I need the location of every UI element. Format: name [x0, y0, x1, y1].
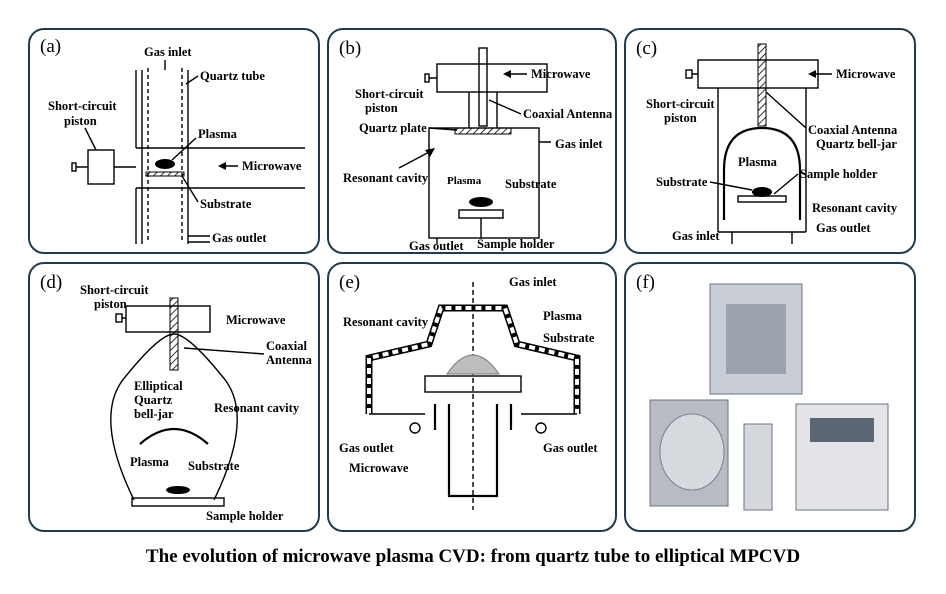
label-coaxial: Coaxial [266, 339, 308, 353]
diagram-d: (d) Short-circuit piston Microwave Coaxi… [40, 272, 313, 523]
label-quartz-plate: Quartz plate [359, 121, 427, 135]
label-elliptical: Elliptical [134, 379, 183, 393]
diagram-b: (b) Microwave Short-circuit piston Coaxi… [339, 38, 613, 253]
label-plasma: Plasma [543, 309, 583, 323]
label-plasma: Plasma [198, 127, 238, 141]
label-substrate: Substrate [188, 459, 240, 473]
panel-f: (f) [624, 262, 916, 532]
panel-e: (e) Gas inlet Plasma Resonant cavity Sub… [327, 262, 617, 532]
label-sample-holder: Sample holder [477, 237, 555, 251]
panel-tag: (d) [40, 272, 62, 293]
panel-c: (c) Microwave Short-circuit piston Coaxi… [624, 28, 916, 254]
label-microwave: Microwave [349, 461, 409, 475]
label-resonant-cavity: Resonant cavity [343, 171, 429, 185]
label-substrate: Substrate [656, 175, 708, 189]
label-piston: piston [64, 114, 97, 128]
label-gas-inlet: Gas inlet [555, 137, 603, 151]
panel-d: (d) Short-circuit piston Microwave Coaxi… [28, 262, 320, 532]
label-short-circuit: Short-circuit [80, 283, 149, 297]
label-gas-inlet: Gas inlet [672, 229, 720, 243]
label-substrate: Substrate [200, 197, 252, 211]
label-substrate: Substrate [505, 177, 557, 191]
label-microwave: Microwave [531, 67, 591, 81]
label-short-circuit: Short-circuit [48, 99, 117, 113]
label-plasma: Plasma [447, 175, 482, 187]
diagram-e: (e) Gas inlet Plasma Resonant cavity Sub… [339, 272, 598, 510]
label-quartz: Quartz [134, 393, 173, 407]
label-antenna: Antenna [266, 353, 313, 367]
label-piston: piston [664, 111, 697, 125]
label-gas-outlet-left: Gas outlet [339, 441, 394, 455]
label-microwave: Microwave [226, 313, 286, 327]
label-microwave: Microwave [242, 159, 302, 173]
figure-caption: The evolution of microwave plasma CVD: f… [145, 546, 801, 567]
panel-tag: (f) [636, 272, 655, 293]
label-coaxial-antenna: Coaxial Antenna [523, 107, 613, 121]
label-sample-holder: Sample holder [800, 167, 878, 181]
label-gas-outlet: Gas outlet [409, 239, 464, 253]
label-quartz-bell-jar: Quartz bell-jar [816, 137, 897, 151]
label-quartz-tube: Quartz tube [200, 69, 265, 83]
label-short-circuit: Short-circuit [355, 87, 424, 101]
label-gas-outlet-right: Gas outlet [543, 441, 598, 455]
diagram-c: (c) Microwave Short-circuit piston Coaxi… [636, 38, 898, 244]
label-piston: piston [365, 101, 398, 115]
panel-b: (b) Microwave Short-circuit piston Coaxi… [327, 28, 617, 254]
label-gas-inlet: Gas inlet [144, 45, 192, 59]
label-gas-inlet: Gas inlet [509, 275, 557, 289]
label-piston: piston [94, 297, 127, 311]
diagram-a: (a) Gas inlet Quartz tube Short-circuit … [40, 36, 305, 245]
label-sample-holder: Sample holder [206, 509, 284, 523]
photo-f: (f) [636, 272, 889, 511]
label-gas-outlet: Gas outlet [212, 231, 267, 245]
label-bell-jar: bell-jar [134, 407, 174, 421]
label-plasma: Plasma [130, 455, 170, 469]
label-resonant-cavity: Resonant cavity [343, 315, 429, 329]
panel-tag: (e) [339, 272, 360, 293]
panel-tag: (c) [636, 38, 657, 59]
panel-a: (a) Gas inlet Quartz tube Short-circuit … [28, 28, 320, 254]
label-plasma: Plasma [738, 155, 778, 169]
panel-tag: (b) [339, 38, 361, 59]
label-resonant-cavity: Resonant cavity [214, 401, 300, 415]
label-gas-outlet: Gas outlet [816, 221, 871, 235]
label-substrate: Substrate [543, 331, 595, 345]
label-coaxial-antenna: Coaxial Antenna [808, 123, 898, 137]
label-resonant-cavity: Resonant cavity [812, 201, 898, 215]
label-short-circuit: Short-circuit [646, 97, 715, 111]
panel-tag: (a) [40, 36, 61, 57]
label-microwave: Microwave [836, 67, 896, 81]
